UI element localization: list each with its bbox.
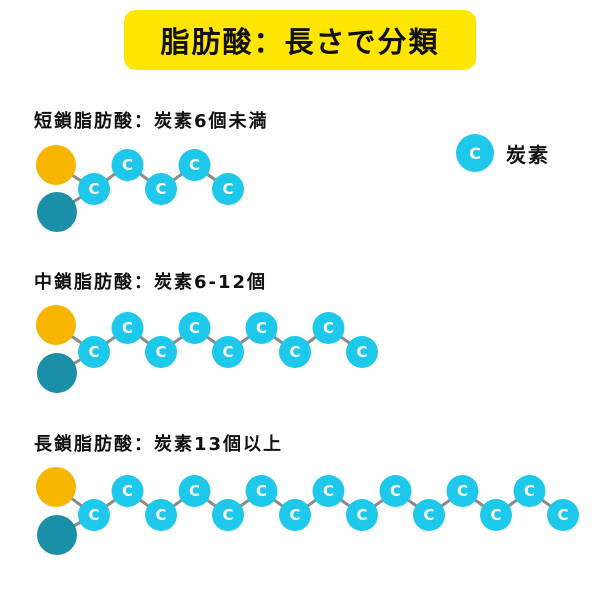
carbon-atom <box>111 475 144 507</box>
carbon-atom <box>111 149 144 181</box>
section-label-long: 長鎖脂肪酸：炭素13個以上 <box>34 434 284 455</box>
carbon-atom <box>145 336 177 368</box>
section-label-short: 短鎖脂肪酸：炭素6個未満 <box>34 111 269 132</box>
carbon-label: C <box>256 482 267 500</box>
carbon-label: C <box>256 319 267 337</box>
carbon-label: C <box>189 319 200 337</box>
carbon-atom <box>279 336 311 368</box>
carbon-atom <box>513 475 546 507</box>
carbon-atom <box>145 173 177 205</box>
head-group-bottom <box>37 515 77 555</box>
carbon-label: C <box>289 343 300 361</box>
legend-label: 炭素 <box>506 142 550 167</box>
head-group-top <box>36 467 76 507</box>
chain-medium: C C C C C C C C C <box>36 305 378 393</box>
carbon-label: C <box>289 506 300 524</box>
head-group-top <box>36 145 76 185</box>
carbon-atom <box>379 475 412 507</box>
carbon-atom <box>212 499 244 531</box>
carbon-atom <box>212 173 244 205</box>
legend: C 炭素 <box>456 134 550 172</box>
legend-symbol: C <box>469 143 481 163</box>
carbon-label: C <box>122 319 133 337</box>
chain-long: C C C C C C C C C C C C C C C <box>36 467 579 555</box>
carbon-label: C <box>88 343 99 361</box>
head-group-top <box>36 305 76 345</box>
carbon-label: C <box>423 506 434 524</box>
carbon-atom <box>212 336 244 368</box>
carbon-atom <box>111 312 144 344</box>
carbon-label: C <box>457 482 468 500</box>
carbon-label: C <box>122 156 133 174</box>
carbon-label: C <box>88 180 99 198</box>
carbon-atom <box>245 312 278 344</box>
title-badge: 脂肪酸：長さで分類 <box>124 10 476 70</box>
chain-short: C C C C C <box>36 145 244 232</box>
carbon-atom <box>78 336 110 368</box>
carbon-atom <box>480 499 512 531</box>
legend-carbon-icon: C <box>456 134 494 172</box>
page-title: 脂肪酸：長さで分類 <box>160 25 440 59</box>
carbon-label: C <box>122 482 133 500</box>
carbon-atom <box>446 475 479 507</box>
carbon-atom <box>346 336 378 368</box>
carbon-atom <box>178 312 211 344</box>
carbon-label: C <box>155 506 166 524</box>
carbon-atom <box>178 475 211 507</box>
carbon-atom <box>245 475 278 507</box>
carbon-label: C <box>189 482 200 500</box>
carbon-label: C <box>356 343 367 361</box>
carbon-label: C <box>557 506 568 524</box>
head-group-bottom <box>37 192 77 232</box>
carbon-label: C <box>356 506 367 524</box>
carbon-atom <box>78 499 110 531</box>
head-group-bottom <box>37 353 77 393</box>
carbon-atom <box>279 499 311 531</box>
carbon-atom <box>312 312 345 344</box>
carbon-atom <box>413 499 445 531</box>
carbon-label: C <box>222 506 233 524</box>
carbon-label: C <box>490 506 501 524</box>
carbon-label: C <box>155 180 166 198</box>
section-label-medium: 中鎖脂肪酸：炭素6-12個 <box>34 272 268 293</box>
carbon-atom <box>312 475 345 507</box>
carbon-atom <box>178 149 211 181</box>
carbon-label: C <box>524 482 535 500</box>
carbon-label: C <box>222 343 233 361</box>
carbon-atom <box>145 499 177 531</box>
carbon-label: C <box>323 482 334 500</box>
carbon-label: C <box>88 506 99 524</box>
carbon-label: C <box>155 343 166 361</box>
carbon-label: C <box>189 156 200 174</box>
carbon-label: C <box>390 482 401 500</box>
carbon-label: C <box>222 180 233 198</box>
carbon-atom <box>547 499 579 531</box>
carbon-label: C <box>323 319 334 337</box>
carbon-atom <box>346 499 378 531</box>
carbon-atom <box>78 173 110 205</box>
